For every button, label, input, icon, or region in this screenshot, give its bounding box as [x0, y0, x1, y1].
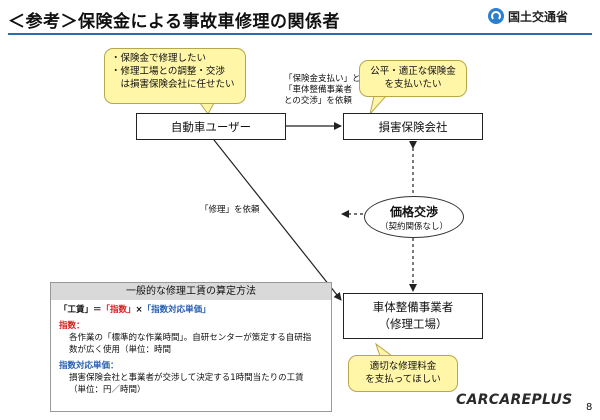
bubble-user-wish: ・保険金で修理したい ・修理工場との調整・交渉 は損害保険会社に任せたい [104, 48, 246, 104]
edge-label-line: 「保険金支払い」と [284, 74, 361, 84]
rate-term: 指数対応単価 [59, 361, 111, 371]
rate-definition: 指数対応単価： 損害保険会社と事業者が交渉して決定する1時間当たりの工賃 （単位… [59, 360, 323, 396]
index-definition: 指数： 各作業の「標準的な作業時間」。自研センターが策定する自研指 数が広く使用… [59, 320, 323, 356]
index-desc-line: 数が広く使用（単位：時間 [69, 345, 172, 355]
index-colon: ： [76, 321, 85, 331]
edge-user-to-repairer [213, 139, 342, 301]
node-repairer: 車体整備事業者 （修理工場） [343, 293, 483, 339]
node-price-negotiation: 価格交渉 （契約関係なし） [364, 196, 464, 238]
formula-times: × [135, 305, 143, 315]
formula-equals: ＝ [93, 305, 102, 315]
formula-rate: 「指数対応単価」 [142, 305, 211, 315]
rate-colon: ： [110, 361, 119, 371]
mlit-emblem-icon [488, 8, 504, 24]
calc-panel-header: 一般的な修理工賃の算定方法 [51, 283, 331, 300]
calc-formula: 「工賃」＝「指数」×「指数対応単価」 [59, 304, 323, 316]
node-repairer-sublabel: （修理工場） [378, 317, 448, 331]
bubble-insurer-line: 公平・適正な保険金 [370, 66, 456, 77]
bubble-insurer-line: を支払いたい [384, 79, 442, 90]
formula-wage: 「工賃」 [59, 305, 94, 315]
bubble-user-line: は損害保険会社に任せたい [111, 79, 235, 90]
node-car-user: 自動車ユーザー [136, 113, 286, 140]
rate-desc-line: 損害保険会社と事業者が交渉して決定する1時間当たりの工賃 [69, 373, 304, 383]
page-title: ＜参考＞保険金による事故車修理の関係者 [8, 12, 340, 32]
bubble-insurer-wish: 公平・適正な保険金 を支払いたい [359, 60, 467, 97]
bubble-repairer-line: を支払ってほしい [365, 374, 441, 385]
edge-label-user-insurer: 「保険金支払い」と 「車体整備事業者 との交渉」を依頼 [284, 74, 361, 107]
logo-text: 国土交通省 [508, 9, 569, 24]
bubble-user-line: ・修理工場との調整・交渉 [111, 66, 225, 77]
formula-index: 「指数」 [101, 305, 136, 315]
title-underline [8, 33, 592, 35]
node-car-user-label: 自動車ユーザー [170, 119, 252, 134]
edge-label-user-repairer: 「修理」を依頼 [200, 205, 260, 215]
index-term: 指数 [59, 321, 77, 331]
bubble-user-line: ・保険金で修理したい [111, 53, 207, 64]
node-insurer: 損害保険会社 [343, 113, 483, 140]
mlit-logo: 国土交通省 [488, 6, 594, 26]
node-repairer-label: 車体整備事業者 [372, 300, 454, 314]
bubble-repairer-wish: 適切な修理料金 を支払ってほしい [348, 355, 458, 392]
edge-label-line: 「車体整備事業者 [284, 85, 353, 95]
rate-desc-line: （単位：円／時間） [69, 385, 146, 395]
carcareplus-watermark: CARCAREPLUS [456, 392, 573, 408]
edge-label-line: との交渉」を依頼 [284, 96, 352, 106]
bubble-repairer-line: 適切な修理料金 [369, 361, 437, 372]
node-insurer-label: 損害保険会社 [378, 119, 448, 134]
bubble-tail-insurer [369, 95, 388, 116]
index-desc-line: 各作業の「標準的な作業時間」。自研センターが策定する自研指 [69, 333, 312, 343]
calc-panel-body: 「工賃」＝「指数」×「指数対応単価」 指数： 各作業の「標準的な作業時間」。自研… [51, 300, 331, 400]
negotiation-label: 価格交渉 [389, 204, 438, 219]
page-number: 8 [586, 402, 593, 413]
labor-calc-panel: 一般的な修理工賃の算定方法 「工賃」＝「指数」×「指数対応単価」 指数： 各作業… [50, 282, 332, 412]
negotiation-sublabel: （契約関係なし） [379, 221, 448, 232]
